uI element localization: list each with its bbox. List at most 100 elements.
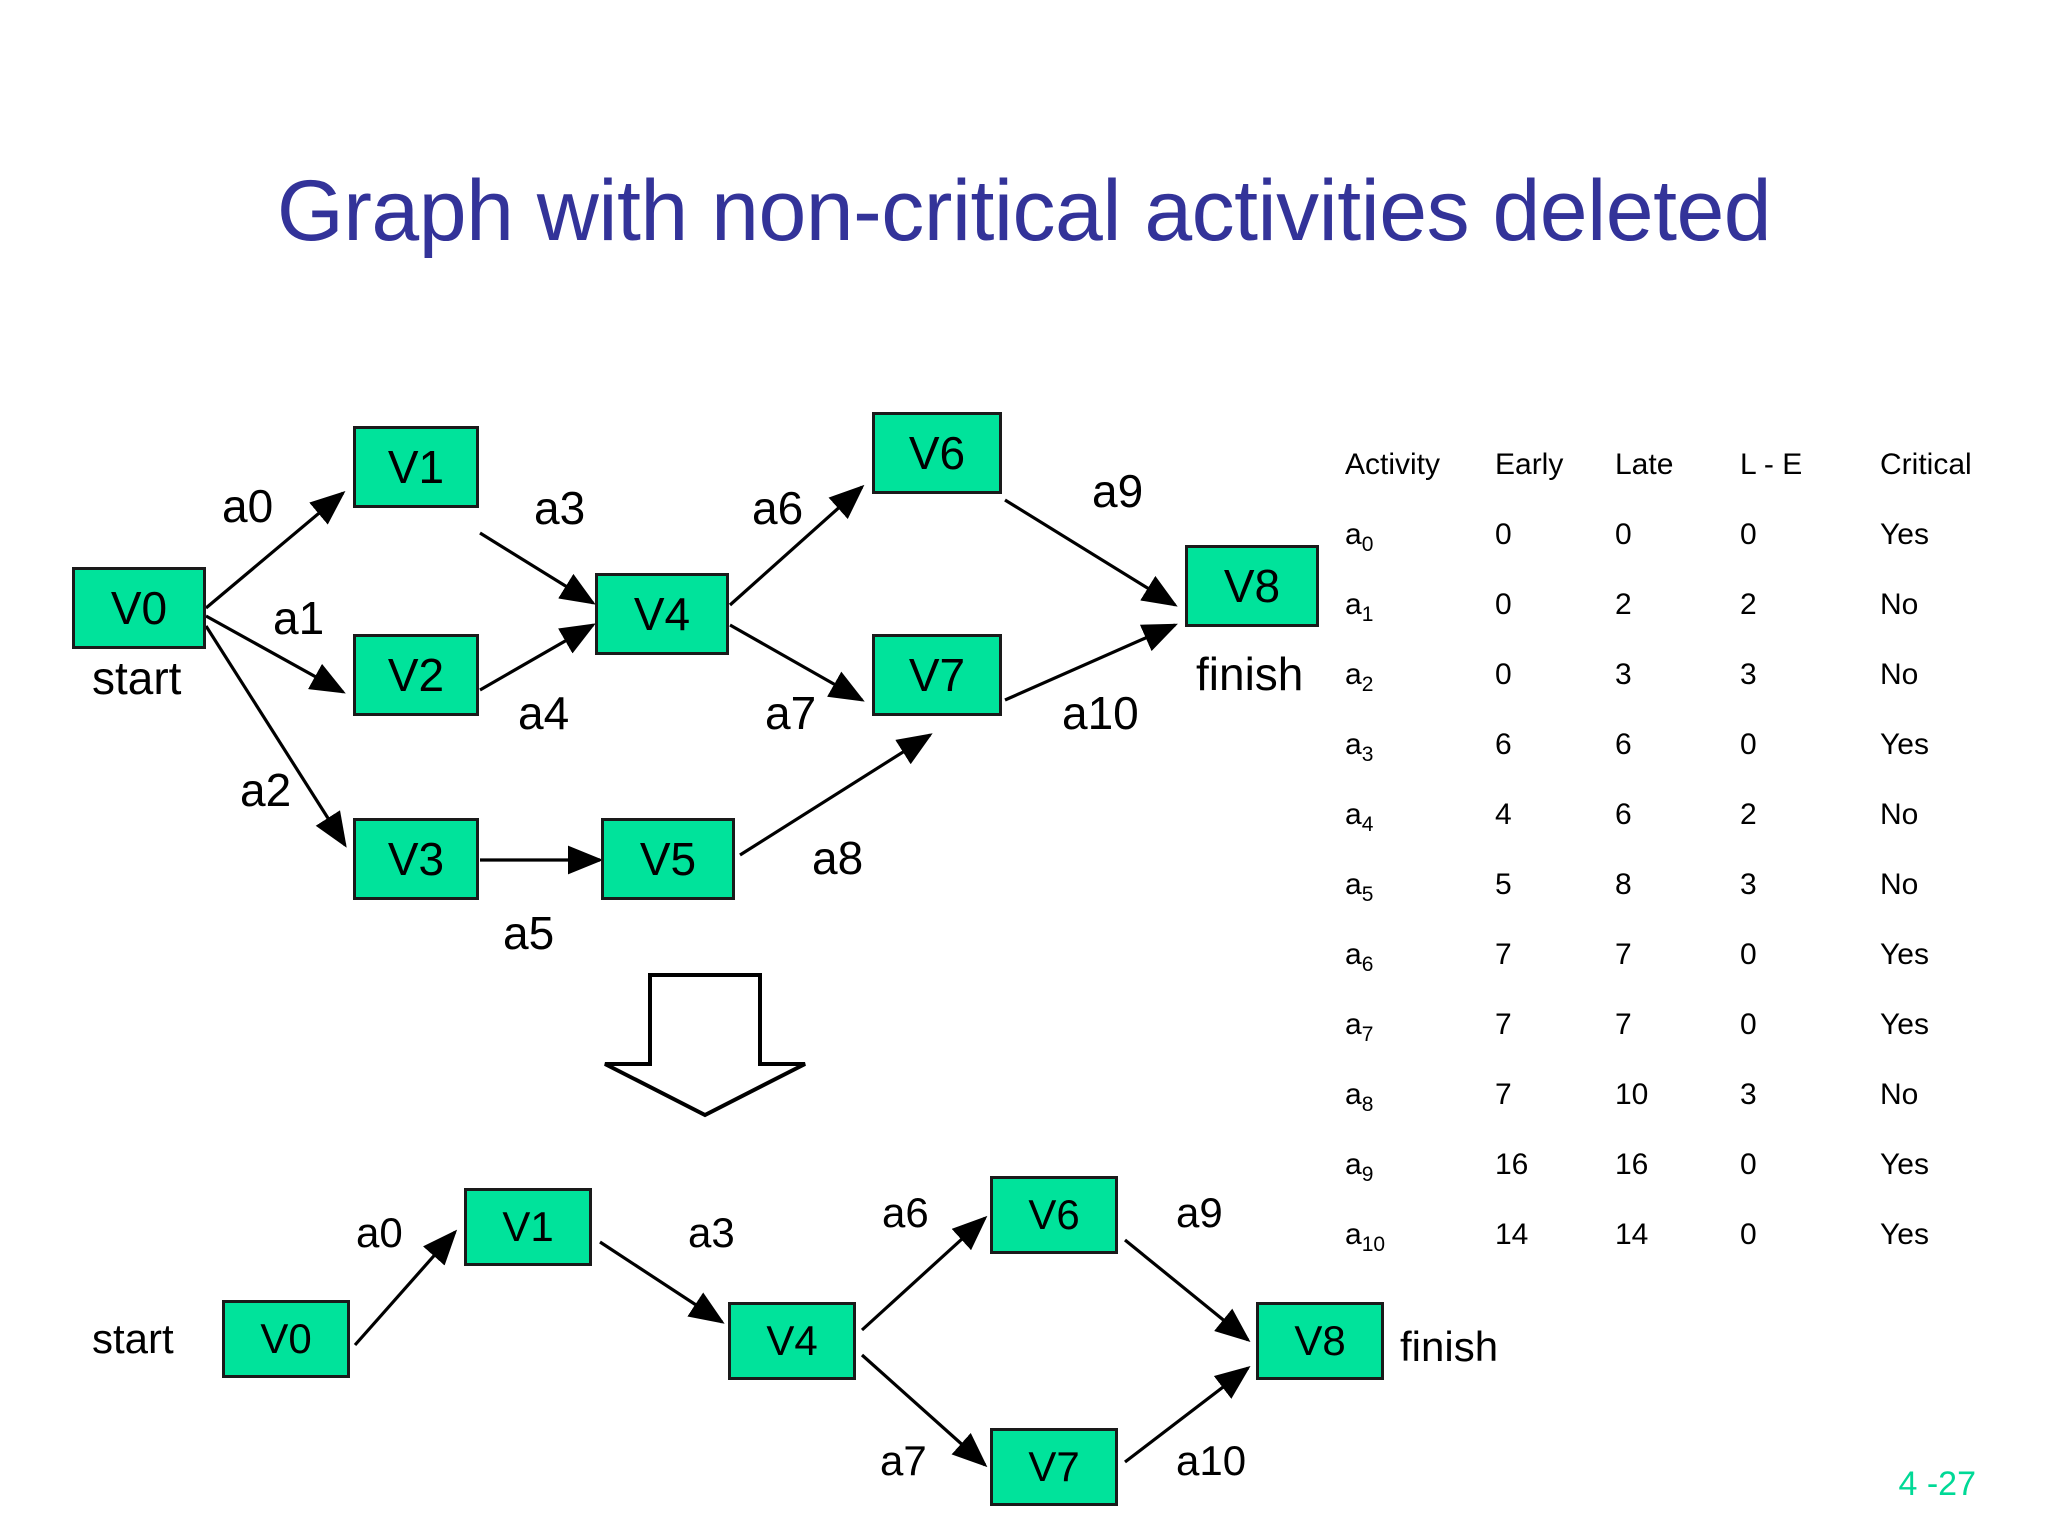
table-cell-late: 8: [1615, 868, 1632, 901]
table-row: a3 6 6 0 Yes: [1345, 728, 2005, 798]
lower-node-V6[interactable]: V6: [990, 1176, 1118, 1254]
table-cell-le: 2: [1740, 798, 1757, 831]
table-cell-activity: a3: [1345, 728, 1374, 766]
table-cell-late: 6: [1615, 798, 1632, 831]
table-cell-critical: No: [1880, 588, 1919, 621]
table-row: a4 4 6 2 No: [1345, 798, 2005, 868]
table-cell-le: 0: [1740, 1218, 1757, 1251]
table-row: a8 7 10 3 No: [1345, 1078, 2005, 1148]
table-cell-critical: No: [1880, 798, 1919, 831]
lower-edge-label-a10: a10: [1176, 1437, 1247, 1484]
table-cell-early: 0: [1495, 588, 1512, 621]
table-cell-le: 3: [1740, 868, 1757, 901]
table-cell-activity: a7: [1345, 1008, 1374, 1046]
lower-edge-label-a7: a7: [880, 1437, 927, 1484]
table-header-early: Early: [1495, 448, 1564, 481]
upper-node-V5[interactable]: V5: [601, 818, 735, 900]
table-cell-activity: a8: [1345, 1078, 1374, 1116]
table-header-activity: Activity: [1345, 448, 1441, 481]
upper-caption-start: start: [92, 652, 182, 704]
table-cell-early: 0: [1495, 658, 1512, 691]
table-cell-late: 7: [1615, 1008, 1632, 1041]
table-cell-activity: a4: [1345, 798, 1374, 836]
table-cell-le: 3: [1740, 658, 1757, 691]
table-header-critical: Critical: [1880, 448, 1972, 481]
table-row: a0 0 0 0 Yes: [1345, 518, 2005, 588]
table-cell-early: 6: [1495, 728, 1512, 761]
table-cell-early: 0: [1495, 518, 1512, 551]
upper-edge-label-a5: a5: [503, 907, 555, 959]
upper-node-V0[interactable]: V0: [72, 567, 206, 649]
table-cell-activity: a1: [1345, 588, 1374, 626]
table-cell-activity: a0: [1345, 518, 1374, 556]
table-cell-late: 16: [1615, 1148, 1649, 1181]
upper-edge-label-a10: a10: [1062, 687, 1139, 739]
table-cell-early: 14: [1495, 1218, 1529, 1251]
table-cell-early: 7: [1495, 1078, 1512, 1111]
table-row: a5 5 8 3 No: [1345, 868, 2005, 938]
table-cell-critical: No: [1880, 1078, 1919, 1111]
lower-node-V4[interactable]: V4: [728, 1302, 856, 1380]
table-cell-early: 7: [1495, 1008, 1512, 1041]
upper-node-V3[interactable]: V3: [353, 818, 479, 900]
table-cell-le: 0: [1740, 1008, 1757, 1041]
table-cell-le: 0: [1740, 938, 1757, 971]
upper-edge-label-a8: a8: [812, 832, 864, 884]
lower-node-V1[interactable]: V1: [464, 1188, 592, 1266]
table-cell-early: 16: [1495, 1148, 1529, 1181]
lower-caption-finish: finish: [1400, 1323, 1499, 1370]
upper-node-V4[interactable]: V4: [595, 573, 729, 655]
table-cell-le: 0: [1740, 728, 1757, 761]
upper-node-V2[interactable]: V2: [353, 634, 479, 716]
table-cell-late: 3: [1615, 658, 1632, 691]
table-cell-activity: a6: [1345, 938, 1374, 976]
table-cell-critical: Yes: [1880, 1008, 1929, 1041]
table-cell-activity: a9: [1345, 1148, 1374, 1186]
upper-edge-label-a6: a6: [752, 482, 804, 534]
table-cell-le: 0: [1740, 1148, 1757, 1181]
table-cell-le: 0: [1740, 518, 1757, 551]
upper-edge-label-a4: a4: [518, 687, 570, 739]
table-cell-le: 2: [1740, 588, 1757, 621]
page-title: Graph with non-critical activities delet…: [276, 163, 1772, 259]
table-cell-critical: Yes: [1880, 938, 1929, 971]
table-row: a1 0 2 2 No: [1345, 588, 2005, 658]
table-cell-late: 2: [1615, 588, 1632, 621]
upper-edge-label-a0: a0: [222, 480, 274, 532]
lower-edge-label-a3: a3: [688, 1209, 735, 1256]
table-cell-late: 10: [1615, 1078, 1649, 1111]
table-cell-late: 6: [1615, 728, 1632, 761]
table-cell-critical: Yes: [1880, 518, 1929, 551]
upper-edge-label-a1: a1: [273, 592, 325, 644]
upper-node-V7[interactable]: V7: [872, 634, 1002, 716]
table-row: a9 16 16 0 Yes: [1345, 1148, 2005, 1218]
lower-node-V0[interactable]: V0: [222, 1300, 350, 1378]
lower-node-V7[interactable]: V7: [990, 1428, 1118, 1506]
table-cell-activity: a5: [1345, 868, 1374, 906]
table-cell-le: 3: [1740, 1078, 1757, 1111]
page-number: 4 -27: [1898, 1465, 1977, 1503]
table-cell-activity: a2: [1345, 658, 1374, 696]
table-cell-early: 4: [1495, 798, 1512, 831]
table-cell-critical: Yes: [1880, 1218, 1929, 1251]
table-cell-critical: No: [1880, 868, 1919, 901]
table-cell-critical: Yes: [1880, 728, 1929, 761]
table-cell-critical: Yes: [1880, 1148, 1929, 1181]
table-cell-late: 0: [1615, 518, 1632, 551]
upper-edge-label-a9: a9: [1092, 465, 1144, 517]
lower-edge-label-a0: a0: [356, 1209, 403, 1256]
table-cell-early: 5: [1495, 868, 1512, 901]
table-cell-activity: a10: [1345, 1218, 1386, 1256]
upper-node-V8[interactable]: V8: [1185, 545, 1319, 627]
upper-node-V1[interactable]: V1: [353, 426, 479, 508]
upper-edge-label-a3: a3: [534, 482, 586, 534]
upper-edge-label-a2: a2: [240, 764, 292, 816]
upper-node-V6[interactable]: V6: [872, 412, 1002, 494]
table-row: a2 0 3 3 No: [1345, 658, 2005, 728]
table-cell-critical: No: [1880, 658, 1919, 691]
lower-node-V8[interactable]: V8: [1256, 1302, 1384, 1380]
